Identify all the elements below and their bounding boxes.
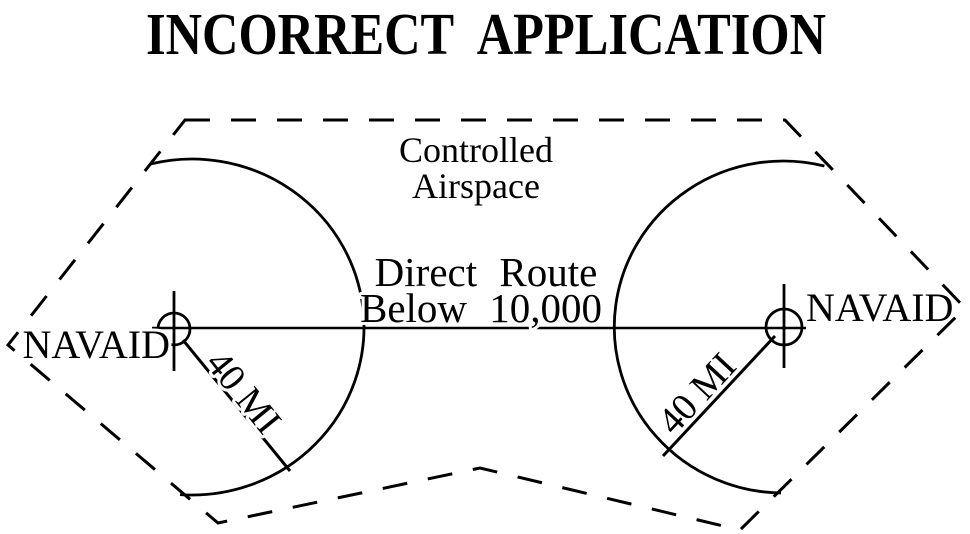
left-navaid-symbol bbox=[156, 291, 192, 371]
route-label-line1: Direct Route bbox=[375, 249, 598, 295]
left-navaid-label: NAVAID bbox=[23, 322, 170, 367]
airspace-label-line2: Airspace bbox=[412, 166, 540, 206]
right-navaid-label: NAVAID bbox=[806, 285, 953, 330]
left-navaid-circle-icon bbox=[156, 311, 192, 347]
route-label-line2: Below 10,000 bbox=[360, 285, 602, 331]
left-radius-line bbox=[181, 339, 292, 472]
airspace-label-line1: Controlled bbox=[399, 130, 553, 170]
right-navaid-circle-icon bbox=[764, 307, 804, 347]
left-range-arc bbox=[150, 157, 366, 497]
left-radius-label: 40 MI bbox=[197, 343, 289, 442]
right-radius-label: 40 MI bbox=[650, 345, 745, 442]
right-navaid-symbol bbox=[764, 284, 804, 368]
right-radius-line bbox=[661, 334, 777, 458]
figure-title: INCORRECT APPLICATION bbox=[146, 1, 826, 67]
controlled-airspace-boundary bbox=[5, 118, 968, 532]
right-range-arc bbox=[612, 159, 825, 495]
